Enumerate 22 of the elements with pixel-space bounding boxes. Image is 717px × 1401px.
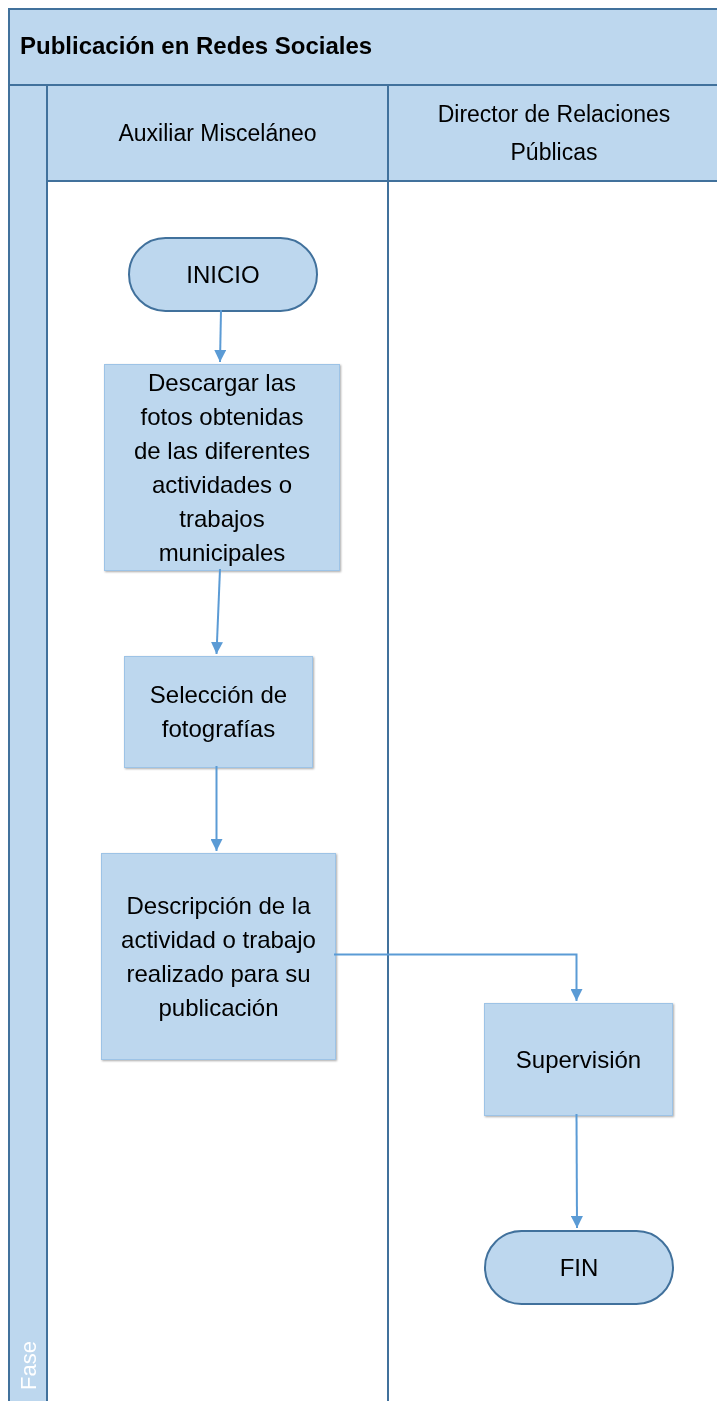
arrow [570, 1113, 583, 1229]
process-box [484, 1003, 673, 1116]
process-label: Supervisión [515, 1044, 642, 1075]
lane-title: Director de Relaciones Públicas [436, 100, 672, 167]
arrow [210, 765, 223, 852]
swimlane [48, 86, 389, 1401]
lane-title: Auxiliar Misceláneo [117, 119, 318, 148]
pool-frame [8, 8, 717, 1401]
arrow [333, 953, 583, 1002]
arrow [211, 568, 223, 655]
process-box [124, 656, 313, 768]
process-label: Selección de fotografías [148, 680, 289, 744]
terminator-label: FIN [559, 1252, 599, 1283]
pool-title: Publicación en Redes Sociales [20, 32, 373, 60]
process-label: Descargar las fotos obtenidas de las diferentes actividades o trabajos municipales [132, 367, 312, 568]
phase-band [10, 86, 48, 1401]
terminator-label: INICIO [186, 259, 260, 290]
arrow [214, 309, 227, 363]
phase-label: Fase [16, 1341, 42, 1390]
process-label: Descripción de la actividad o trabajo realizado para su publicación [120, 890, 317, 1023]
process-box [101, 853, 336, 1060]
process-box [104, 364, 340, 571]
